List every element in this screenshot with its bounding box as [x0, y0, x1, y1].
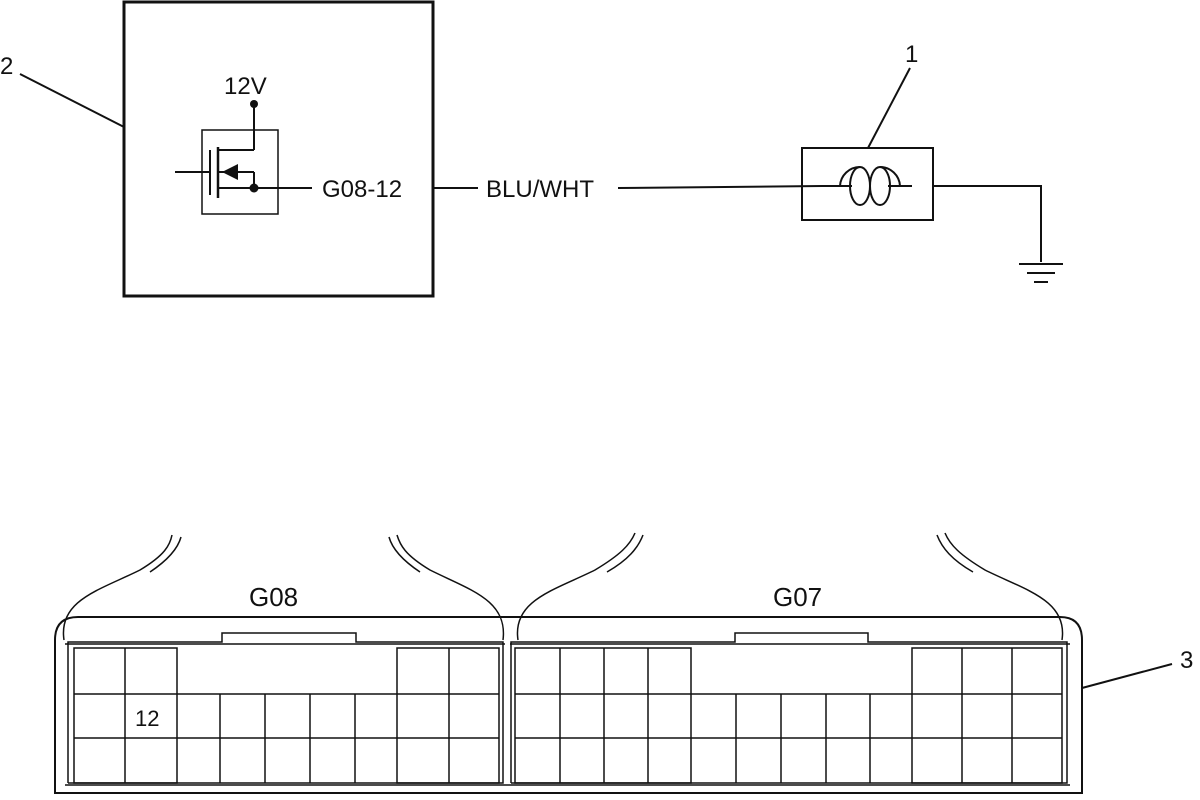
callout-line-lamp	[867, 67, 911, 149]
wire-segment-b	[617, 185, 823, 189]
wire-color-label: BLU/WHT	[486, 176, 594, 203]
connector-g08-cavities	[67, 632, 504, 784]
connector-g07-cavities	[510, 632, 1068, 784]
connector-body	[54, 616, 1083, 794]
supply-voltage-label: 12V	[224, 73, 267, 100]
ground-icon	[933, 185, 1063, 283]
module-pin-label: G08-12	[322, 176, 402, 203]
harness-brace-g08	[62, 534, 505, 641]
lamp-component	[801, 147, 934, 221]
callout-line-connector	[1081, 663, 1173, 689]
connector-g08-name: G08	[249, 582, 298, 612]
callout-number-connector: 3	[1180, 647, 1193, 674]
callout-number-lamp: 1	[905, 41, 918, 68]
pin-12-label: 12	[135, 706, 159, 731]
control-module	[122, 0, 435, 298]
callout-line-module	[19, 73, 125, 128]
mosfet-driver-icon	[175, 100, 312, 215]
harness-brace-g07	[516, 532, 1064, 641]
callout-number-module: 2	[0, 53, 13, 80]
connector-g07-name: G07	[773, 582, 822, 612]
